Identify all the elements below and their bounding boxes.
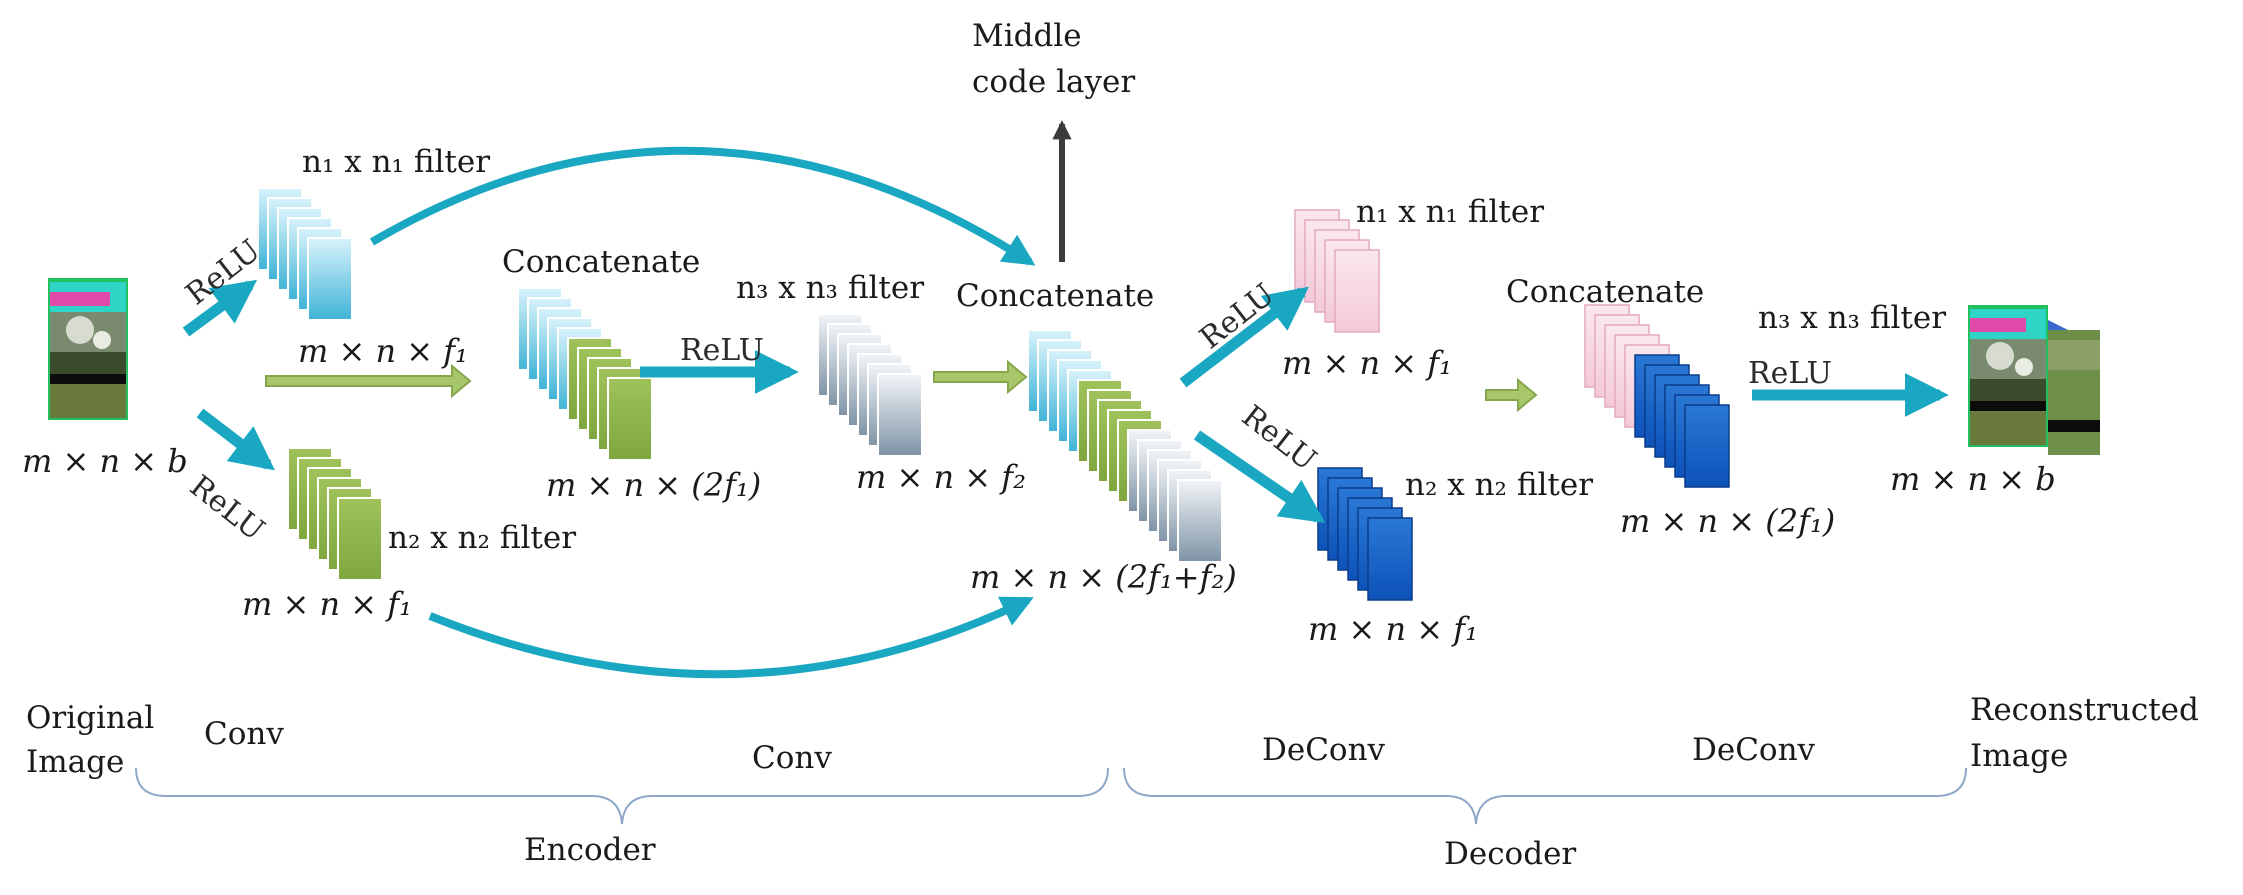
relu-label-6: ReLU	[1748, 356, 1832, 391]
green-arrows	[265, 359, 1538, 413]
relu-arrows	[182, 279, 1949, 523]
filter-stack-n2-encoder	[287, 447, 383, 581]
arrow-input-to-bottom	[196, 408, 275, 471]
conv-label-1: Conv	[204, 716, 284, 752]
dim-label-dec-f1-top: m × n × f₁	[1282, 344, 1452, 382]
filter-label-n1-dec: n₁ x n₁ filter	[1356, 194, 1544, 230]
dim-label-bottom-f1: m × n × f₁	[242, 585, 412, 623]
concat-stack-1	[517, 287, 653, 461]
deconv-label-1: DeConv	[1262, 732, 1386, 768]
filter-label-n1-top: n₁ x n₁ filter	[302, 144, 490, 180]
dim-label-concat2: m × n × (2f₁+f₂)	[970, 558, 1237, 596]
filter-label-n3-mid: n₃ x n₃ filter	[736, 270, 924, 306]
dim-label-dec-f1-bottom: m × n × f₁	[1308, 610, 1478, 648]
arrow-input-to-top	[182, 279, 258, 337]
decoder-brace	[1123, 767, 1967, 825]
middle-code-label-2: code layer	[972, 64, 1135, 100]
decoder-label: Decoder	[1444, 836, 1576, 872]
skip-arc-bottom	[428, 596, 1034, 679]
relu-label-3: ReLU	[680, 333, 764, 368]
deconv-label-2: DeConv	[1692, 732, 1816, 768]
reconstructed-image-label-2: Image	[1970, 738, 2068, 774]
dim-label-output: m × n × b	[1890, 460, 2056, 498]
filter-label-n2-left: n₂ x n₂ filter	[388, 520, 576, 556]
arrow-code-to-dec-top	[1179, 286, 1309, 388]
output-image-cube	[1968, 305, 2100, 455]
skip-arc-top	[369, 146, 1036, 266]
concat-label-2: Concatenate	[956, 278, 1154, 314]
green-arrow-3	[1485, 377, 1538, 413]
filter-stack-n1-decoder	[1294, 209, 1380, 333]
reconstructed-image-label-1: Reconstructed	[1970, 692, 2199, 728]
original-image-label-1: Original	[26, 700, 154, 736]
arrow-code-to-dec-bottom	[1193, 430, 1326, 523]
dim-label-concat3: m × n × (2f₁)	[1620, 502, 1835, 540]
filter-label-n2-dec: n₂ x n₂ filter	[1405, 467, 1593, 503]
green-arrow-1	[265, 363, 472, 399]
dim-label-top-f1: m × n × f₁	[298, 332, 468, 370]
dim-label-concat1: m × n × (2f₁)	[546, 466, 761, 504]
dim-label-input: m × n × b	[22, 442, 188, 480]
skip-arcs	[369, 146, 1036, 679]
relu-label-2: ReLU	[183, 469, 271, 548]
filter-stack-n3-encoder	[817, 313, 923, 457]
concat-stack-2	[1027, 329, 1223, 563]
concat-label-1: Concatenate	[502, 244, 700, 280]
encoder-brace	[135, 767, 1109, 825]
conv-label-2: Conv	[752, 740, 832, 776]
dim-label-f2: m × n × f₂	[856, 458, 1026, 496]
encoder-label: Encoder	[524, 832, 656, 868]
input-image-cube	[48, 278, 128, 420]
green-arrow-2	[933, 359, 1028, 395]
concat-stack-3	[1584, 304, 1730, 488]
filter-label-n3-out: n₃ x n₃ filter	[1758, 300, 1946, 336]
concat-label-3: Concatenate	[1506, 274, 1704, 310]
middle-code-label-1: Middle	[972, 18, 1082, 54]
original-image-label-2: Image	[26, 744, 124, 780]
filter-stack-n2-decoder	[1317, 467, 1413, 601]
filter-stack-n1-encoder	[257, 187, 353, 321]
